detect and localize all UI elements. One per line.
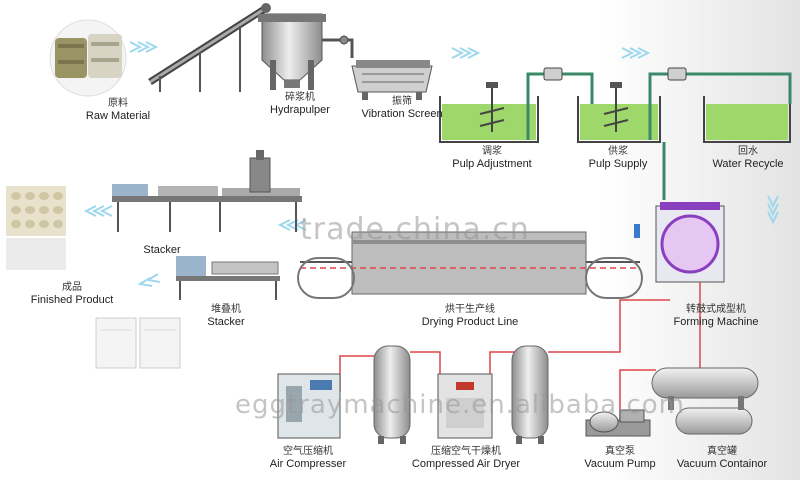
- compressed-air-dryer-machine: [437, 373, 493, 439]
- stacked-trays-image: [95, 317, 181, 369]
- air-tank-left: [373, 345, 411, 444]
- stacker-machine: [176, 256, 280, 300]
- transfer-machine: [112, 150, 302, 232]
- flow-arrows: [83, 41, 779, 287]
- air-compressor-machine: [277, 373, 341, 439]
- pulp-pipes: [526, 72, 792, 200]
- pumps: [543, 67, 687, 81]
- vacuum-container-machine: [651, 367, 759, 435]
- water-recycle-tank: [703, 96, 791, 143]
- raw-material-image: [49, 19, 127, 97]
- forming-machine: [634, 202, 725, 283]
- air-tank-right: [511, 345, 549, 444]
- watermark-bottom: eggtraymachine.en.alibaba.com: [235, 390, 685, 420]
- vacuum-pump-machine: [585, 409, 651, 437]
- pulp-adjustment-tank: [439, 82, 539, 143]
- pulper-pipe: [322, 38, 354, 58]
- label-stacker-top: Stacker: [143, 244, 181, 256]
- drying-line: [297, 231, 643, 299]
- pulp-supply-tank: [577, 82, 661, 143]
- hydrapulper-machine: [148, 3, 326, 92]
- vibration-screen-machine: [351, 60, 433, 100]
- finished-product-image: [6, 186, 66, 270]
- watermark-center: trade.china.cn: [300, 212, 530, 247]
